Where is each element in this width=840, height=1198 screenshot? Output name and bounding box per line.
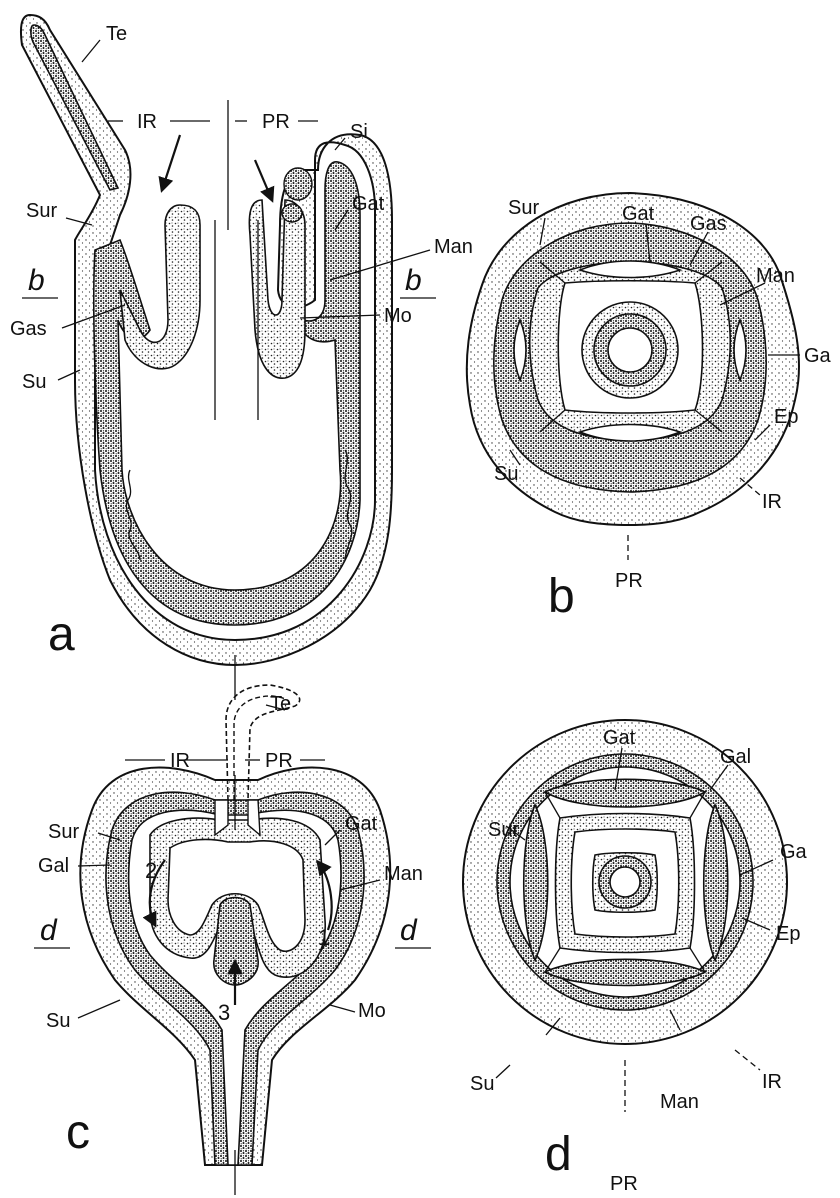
label-d-man: Man (660, 1091, 699, 1113)
label-c-gal: Gal (38, 855, 69, 877)
panel-d-lumen (610, 867, 640, 897)
panel-c-arrow-1-label: 1 (318, 925, 330, 950)
label-c-pr: PR (265, 750, 293, 772)
label-b-man: Man (756, 265, 795, 287)
panel-c-letter: c (66, 1106, 90, 1159)
label-b-gas: Gas (690, 213, 727, 235)
gonad-lower (282, 204, 302, 222)
label-c-d-right: d (400, 914, 418, 947)
panel-a: Te IR PR Si Sur Gat Man b b Gas Mo Su a (10, 15, 473, 700)
label-a-si: Si (350, 121, 368, 143)
panel-a-ridge (126, 450, 351, 560)
panel-a-letter: a (48, 608, 75, 661)
label-d-sur: Sur (488, 819, 519, 841)
label-b-gat: Gat (622, 203, 655, 225)
label-a-pr: PR (262, 111, 290, 133)
label-a-b-left: b (28, 264, 45, 297)
panel-b-letter: b (548, 570, 575, 623)
panel-c-arrow-2-label: 2 (145, 858, 157, 883)
label-a-b-right: b (405, 264, 422, 297)
label-a-mo: Mo (384, 305, 412, 327)
label-d-su: Su (470, 1073, 494, 1095)
panel-a-arrow-right (255, 160, 272, 200)
panel-d: Gat Sur Gal Ga Ep Su Man IR PR d (463, 720, 808, 1195)
label-b-ga: Ga (804, 345, 832, 367)
label-a-gat: Gat (352, 193, 385, 215)
label-a-sur: Sur (26, 200, 57, 222)
label-b-ep: Ep (774, 406, 798, 428)
panel-d-letter: d (545, 1128, 572, 1181)
panel-a-arrow-left (162, 135, 180, 190)
tentacle-core (31, 25, 118, 190)
label-b-ir: IR (762, 491, 782, 513)
label-a-su: Su (22, 371, 46, 393)
label-d-ga: Ga (780, 841, 808, 863)
label-c-te: Te (270, 693, 291, 715)
panel-c-arrow-3-label: 3 (218, 1000, 230, 1025)
panel-b: Sur Gat Gas Man Ga Ep Su IR PR b (467, 193, 832, 623)
label-c-man: Man (384, 863, 423, 885)
label-a-gas: Gas (10, 318, 47, 340)
label-d-pr: PR (610, 1173, 638, 1195)
label-a-te: Te (106, 23, 127, 45)
label-b-pr: PR (615, 570, 643, 592)
label-c-sur: Sur (48, 821, 79, 843)
label-c-mo: Mo (358, 1000, 386, 1022)
panel-a-inner-layer (94, 162, 360, 625)
label-c-su: Su (46, 1010, 70, 1032)
label-a-ir: IR (137, 111, 157, 133)
label-c-gat: Gat (345, 813, 378, 835)
label-d-ir: IR (762, 1071, 782, 1093)
label-c-ir: IR (170, 750, 190, 772)
label-a-man: Man (434, 236, 473, 258)
gonad-upper (284, 168, 312, 200)
label-b-sur: Sur (508, 197, 539, 219)
label-d-gal: Gal (720, 746, 751, 768)
label-c-d-left: d (40, 914, 58, 947)
label-d-gat: Gat (603, 727, 636, 749)
panel-b-lumen (608, 328, 652, 372)
label-d-ep: Ep (776, 923, 800, 945)
panel-c: 2 1 3 Te IR PR Sur Gat Gal Man d d Su Mo… (34, 685, 431, 1195)
label-b-su: Su (494, 463, 518, 485)
